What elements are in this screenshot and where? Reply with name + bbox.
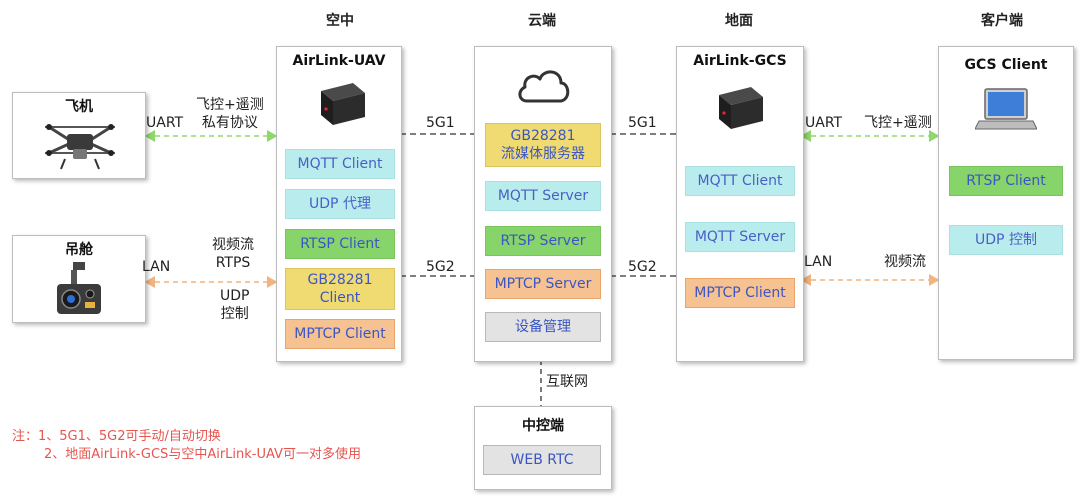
cloud-rtsp-server: RTSP Server — [485, 226, 601, 256]
uart-label-left: UART — [146, 115, 184, 131]
cloud-device-management: 设备管理 — [485, 312, 601, 342]
5g1-label-right: 5G1 — [628, 115, 657, 131]
note-line-2: 2、地面AirLink-GCS与空中AirLink-UAV可一对多使用 — [44, 447, 361, 462]
cloud-gb28281-media-server: GB28281 流媒体服务器 — [485, 123, 601, 167]
aircraft-panel: 飞机 — [12, 92, 146, 179]
5g2-label-left: 5G2 — [426, 259, 455, 275]
header-air: 空中 — [326, 13, 354, 29]
gcs-mptcp-client: MPTCP Client — [685, 278, 795, 308]
gcs-mqtt-client: MQTT Client — [685, 166, 795, 196]
video-rtps-label: 视频流 RTPS — [212, 237, 254, 271]
internet-label: 互联网 — [546, 374, 588, 390]
client-rtsp-client: RTSP Client — [949, 166, 1063, 196]
udp-control-label: UDP 控制 — [220, 288, 250, 322]
fc-telemetry-private-label: 飞控+遥测 私有协议 — [196, 97, 264, 131]
gimbal-label: 吊舱 — [65, 242, 93, 258]
header-client: 客户端 — [981, 13, 1023, 29]
gcs-client-panel: GCS Client RTSP Client UDP 控制 — [938, 46, 1074, 360]
header-cloud: 云端 — [528, 13, 556, 29]
airlink-gcs-panel: AirLink-GCS MQTT Client MQTT Server MPTC… — [676, 46, 804, 362]
uav-udp-proxy: UDP 代理 — [285, 189, 395, 219]
aircraft-label: 飞机 — [65, 99, 93, 115]
lan-label-left: LAN — [142, 259, 171, 275]
central-control-panel: 中控端 WEB RTC — [474, 406, 612, 490]
cloud-panel: GB28281 流媒体服务器 MQTT Server RTSP Server M… — [474, 46, 612, 362]
central-web-rtc: WEB RTC — [483, 445, 601, 475]
airlink-uav-panel: AirLink-UAV MQTT Client UDP 代理 RTSP Clie… — [276, 46, 402, 362]
uav-mptcp-client: MPTCP Client — [285, 319, 395, 349]
fc-telemetry-label: 飞控+遥测 — [864, 115, 932, 131]
note-line-1: 注：1、5G1、5G2可手动/自动切换 — [12, 429, 221, 444]
uav-rtsp-client: RTSP Client — [285, 229, 395, 259]
uav-mqtt-client: MQTT Client — [285, 149, 395, 179]
laptop-icon — [975, 88, 1037, 130]
cloud-mqtt-server: MQTT Server — [485, 181, 601, 211]
airlink-device-icon — [321, 83, 365, 125]
central-control-title: 中控端 — [522, 418, 564, 434]
gimbal-panel: 吊舱 — [12, 235, 146, 323]
gcs-mqtt-server: MQTT Server — [685, 222, 795, 252]
lan-label-right: LAN — [804, 254, 833, 270]
airlink-device-icon — [719, 87, 763, 129]
cloud-mptcp-server: MPTCP Server — [485, 269, 601, 299]
video-stream-label: 视频流 — [884, 254, 926, 270]
drone-icon — [45, 124, 115, 170]
header-ground: 地面 — [725, 13, 753, 29]
5g1-label-left: 5G1 — [426, 115, 455, 131]
gimbal-camera-icon — [57, 262, 101, 314]
cloud-icon — [518, 70, 570, 103]
gcs-client-title: GCS Client — [964, 57, 1048, 73]
client-udp-control: UDP 控制 — [949, 225, 1063, 255]
airlink-gcs-title: AirLink-GCS — [693, 53, 787, 69]
airlink-uav-title: AirLink-UAV — [292, 53, 386, 69]
5g2-label-right: 5G2 — [628, 259, 657, 275]
uav-gb28281-client: GB28281 Client — [285, 268, 395, 310]
uart-label-right: UART — [805, 115, 843, 131]
